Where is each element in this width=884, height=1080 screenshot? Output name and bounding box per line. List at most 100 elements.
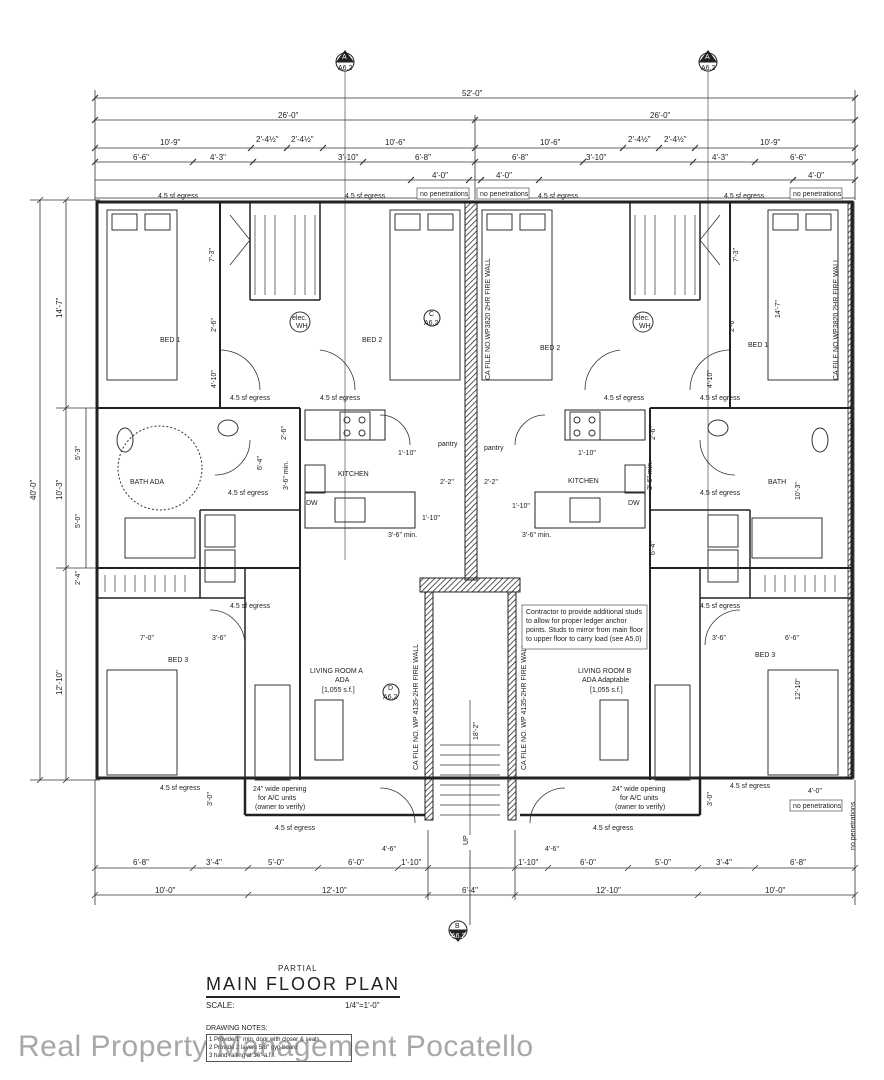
svg-text:2'-4½": 2'-4½"	[256, 135, 279, 144]
svg-text:1'-10": 1'-10"	[578, 450, 596, 457]
svg-text:3'-0": 3'-0"	[207, 792, 214, 806]
svg-text:4.5 sf egress: 4.5 sf egress	[700, 395, 741, 402]
svg-text:3'-10": 3'-10"	[338, 153, 359, 162]
svg-text:DW: DW	[306, 500, 318, 507]
scale-value: 1/4"=1'-0"	[345, 1001, 380, 1010]
section-marker-bottom[interactable]: B A6.2	[448, 920, 468, 942]
svg-text:6'-0": 6'-0"	[580, 858, 596, 867]
svg-text:2'-4": 2'-4"	[75, 571, 82, 585]
svg-text:6'-4": 6'-4"	[650, 541, 657, 555]
svg-text:ADA: ADA	[335, 677, 350, 684]
section-marker-center-upper[interactable]: C A6.2	[423, 309, 441, 327]
svg-text:40'-0": 40'-0"	[29, 479, 38, 500]
section-marker-top-right[interactable]: A A6.2	[698, 50, 718, 560]
section-marker-top-left[interactable]: A A6.2	[335, 50, 355, 560]
svg-text:BATH: BATH	[768, 479, 786, 486]
svg-text:3'-6" min.: 3'-6" min.	[647, 461, 654, 490]
svg-text:2'-6": 2'-6"	[281, 426, 288, 440]
svg-text:7'-0": 7'-0"	[140, 635, 154, 642]
svg-text:BED 3: BED 3	[755, 652, 775, 659]
svg-text:A6.2: A6.2	[424, 320, 439, 327]
svg-text:5'-3": 5'-3"	[75, 446, 82, 460]
bottom-dimension-text: 6'-8" 3'-4" 5'-0" 6'-0" 1'-10" 1'-10" 6'…	[133, 858, 806, 895]
svg-text:52'-0": 52'-0"	[462, 89, 483, 98]
svg-text:3'-10": 3'-10"	[586, 153, 607, 162]
svg-text:4.5 sf egress: 4.5 sf egress	[230, 603, 271, 610]
svg-text:(owner to verify): (owner to verify)	[255, 804, 305, 811]
svg-text:LIVING ROOM B: LIVING ROOM B	[578, 668, 632, 675]
svg-text:no penetrations: no penetrations	[793, 803, 842, 810]
svg-text:4.5 sf egress: 4.5 sf egress	[228, 490, 269, 497]
svg-text:10'-9": 10'-9"	[160, 138, 181, 147]
svg-text:4'-3": 4'-3"	[712, 153, 728, 162]
furniture	[106, 209, 839, 781]
ac-note-right: 24" wide opening for A/C units (owner to…	[612, 786, 666, 811]
svg-text:to allow for proper ledger anc: to allow for proper ledger anchor	[526, 618, 627, 625]
svg-text:6'-8": 6'-8"	[790, 858, 806, 867]
svg-text:3'-0": 3'-0"	[707, 792, 714, 806]
svg-text:3'-6": 3'-6"	[212, 635, 226, 642]
svg-text:6'-6": 6'-6"	[790, 153, 806, 162]
svg-text:4'-0": 4'-0"	[808, 171, 824, 180]
svg-text:7'-3": 7'-3"	[209, 248, 216, 262]
svg-text:1'-10": 1'-10"	[398, 450, 416, 457]
drawing-note: 3 hand railing at 36" a.f.f.	[209, 1053, 276, 1059]
svg-text:4'-0": 4'-0"	[496, 171, 512, 180]
svg-text:4'-10": 4'-10"	[707, 370, 714, 388]
svg-text:no penetrations: no penetrations	[480, 191, 529, 198]
svg-text:6'-4": 6'-4"	[462, 886, 478, 895]
bottom-dimensions	[91, 780, 859, 925]
svg-text:elec.: elec.	[292, 315, 307, 322]
svg-text:3'-6": 3'-6"	[712, 635, 726, 642]
svg-text:5'-0": 5'-0"	[75, 514, 82, 528]
svg-text:12'-10": 12'-10"	[322, 886, 347, 895]
svg-text:D: D	[388, 685, 393, 692]
svg-text:no penetrations: no penetrations	[420, 191, 469, 198]
svg-text:DW: DW	[628, 500, 640, 507]
svg-text:for A/C units: for A/C units	[620, 795, 659, 802]
svg-text:BED 2: BED 2	[540, 345, 560, 352]
svg-text:A: A	[705, 54, 710, 61]
svg-text:6'-8": 6'-8"	[415, 153, 431, 162]
drawing-notes-header: DRAWING NOTES:	[206, 1025, 268, 1032]
drawing-note: 2 Provide 2 layers 5/8" gyp board	[209, 1045, 298, 1051]
svg-text:CA FILE NO.WP3820 2HR FIRE WAL: CA FILE NO.WP3820 2HR FIRE WALL	[485, 258, 492, 380]
svg-text:6'-6": 6'-6"	[133, 153, 149, 162]
svg-text:4.5 sf egress: 4.5 sf egress	[230, 395, 271, 402]
svg-text:BED 3: BED 3	[168, 657, 188, 664]
svg-text:12'-10": 12'-10"	[596, 886, 621, 895]
svg-text:4.5 sf egress: 4.5 sf egress	[345, 193, 386, 200]
room-labels: BED 1 BED 2 BED 2 BED 1 BATH ADA BATH KI…	[130, 315, 786, 694]
svg-text:to upper floor to carry load (: to upper floor to carry load (see A5.0)	[526, 636, 642, 643]
svg-text:10'-0": 10'-0"	[765, 886, 786, 895]
svg-text:ADA Adaptable: ADA Adaptable	[582, 677, 629, 684]
svg-text:4'-6": 4'-6"	[545, 846, 559, 853]
drawing-note: 1 Provide 1" min. door with closer & sea…	[209, 1037, 322, 1043]
svg-text:2'-2": 2'-2"	[440, 479, 454, 486]
svg-text:3'-4": 3'-4"	[716, 858, 732, 867]
svg-text:no penetrations: no penetrations	[793, 191, 842, 198]
svg-text:4.5 sf egress: 4.5 sf egress	[538, 193, 579, 200]
svg-text:[1,055 s.f.]: [1,055 s.f.]	[322, 687, 355, 694]
svg-text:WH: WH	[639, 323, 651, 330]
svg-text:(owner to verify): (owner to verify)	[615, 804, 665, 811]
svg-text:for A/C units: for A/C units	[258, 795, 297, 802]
svg-text:12'-10": 12'-10"	[795, 678, 802, 700]
svg-text:4.5 sf egress: 4.5 sf egress	[700, 490, 741, 497]
svg-text:4.5 sf egress: 4.5 sf egress	[275, 825, 316, 832]
scale-label: SCALE:	[206, 1001, 235, 1010]
svg-text:6'-8": 6'-8"	[512, 153, 528, 162]
svg-text:A6.2: A6.2	[701, 65, 716, 72]
top-dimension-text: 52'-0" 26'-0" 26'-0" 10'-9" 2'-4½" 2'-4½…	[133, 89, 843, 200]
svg-text:[1,055 s.f.]: [1,055 s.f.]	[590, 687, 623, 694]
svg-text:LIVING ROOM A: LIVING ROOM A	[310, 668, 363, 675]
svg-text:10'-6": 10'-6"	[385, 138, 406, 147]
svg-text:elec.: elec.	[635, 315, 650, 322]
ac-note-left: 24" wide opening for A/C units (owner to…	[253, 786, 307, 811]
svg-text:2'-4½": 2'-4½"	[664, 135, 687, 144]
plan-title: MAIN FLOOR PLAN	[206, 974, 401, 998]
section-marker-center-lower[interactable]: D A6.2	[382, 683, 400, 701]
svg-text:14'-7": 14'-7"	[775, 300, 782, 318]
svg-text:UP: UP	[463, 835, 470, 845]
svg-text:2'-6": 2'-6"	[729, 318, 736, 332]
